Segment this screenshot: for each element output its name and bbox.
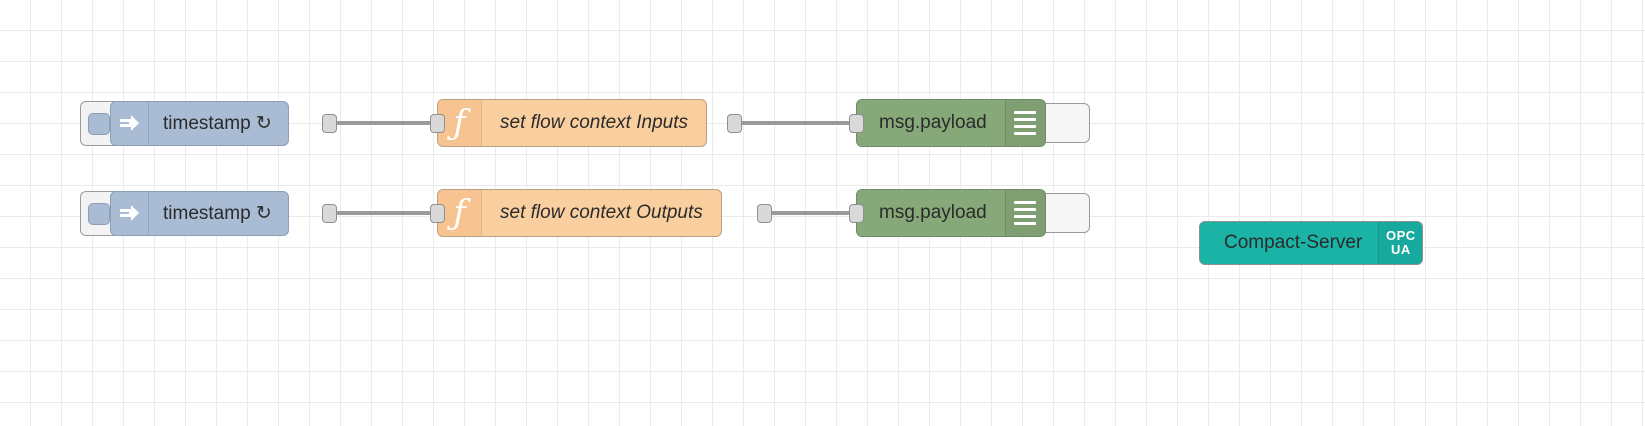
debug-node-stub-row1: [1040, 103, 1090, 143]
debug-bar: [1014, 215, 1037, 218]
function-input-port-row1[interactable]: [430, 114, 445, 133]
inject-output-port-row2[interactable]: [322, 204, 337, 223]
inject-button-square-icon: [87, 202, 110, 225]
opcua-server-label: Compact-Server: [1224, 232, 1363, 253]
inject-node-body-row2[interactable]: timestamp ↻: [110, 191, 289, 236]
debug-bar: [1014, 132, 1037, 135]
debug-bar: [1014, 222, 1037, 225]
inject-node-label-row1: timestamp ↻: [163, 113, 272, 134]
arrow-right-icon: [111, 102, 149, 145]
function-node-row1[interactable]: ƒ set flow context Inputs: [437, 99, 707, 147]
debug-bar: [1014, 201, 1037, 204]
function-input-port-row2[interactable]: [430, 204, 445, 223]
opcua-icon-line2: UA: [1390, 242, 1411, 257]
function-node-label-row1: set flow context Inputs: [500, 112, 688, 133]
wire-function-to-debug-row2: [765, 211, 860, 215]
wire-function-to-debug-row1: [735, 121, 860, 125]
inject-node-row2[interactable]: timestamp ↻: [80, 191, 289, 236]
function-f-glyph: ƒ: [453, 193, 466, 233]
inject-node-body-row1[interactable]: timestamp ↻: [110, 101, 289, 146]
function-node-label-row2: set flow context Outputs: [500, 202, 703, 223]
function-f-glyph: ƒ: [453, 103, 466, 143]
debug-node-label-row2: msg.payload: [879, 202, 987, 223]
opcua-icon-line1: OPC: [1385, 228, 1416, 244]
debug-input-port-row2[interactable]: [849, 204, 864, 223]
debug-bar: [1014, 208, 1037, 211]
debug-node-stub-row2: [1040, 193, 1090, 233]
wire-inject-to-function-row2: [329, 211, 439, 215]
wire-inject-to-function-row1: [329, 121, 439, 125]
function-node-row2[interactable]: ƒ set flow context Outputs: [437, 189, 722, 237]
debug-input-port-row1[interactable]: [849, 114, 864, 133]
debug-bar: [1014, 125, 1037, 128]
function-f-icon: ƒ: [438, 100, 482, 146]
function-f-icon: ƒ: [438, 190, 482, 236]
debug-list-icon[interactable]: [1004, 100, 1045, 146]
inject-output-port-row1[interactable]: [322, 114, 337, 133]
opcua-icon: OPC UA: [1378, 222, 1423, 264]
function-output-port-row1[interactable]: [727, 114, 742, 133]
inject-node-row1[interactable]: timestamp ↻: [80, 101, 289, 146]
debug-node-row2[interactable]: msg.payload: [856, 189, 1046, 237]
function-output-port-row2[interactable]: [757, 204, 772, 223]
debug-node-label-row1: msg.payload: [879, 112, 987, 133]
arrow-right-icon: [111, 192, 149, 235]
inject-node-label-row2: timestamp ↻: [163, 203, 272, 224]
inject-button-square-icon: [87, 112, 110, 135]
debug-list-icon[interactable]: [1004, 190, 1045, 236]
debug-bar: [1014, 118, 1037, 121]
debug-node-row1[interactable]: msg.payload: [856, 99, 1046, 147]
debug-bar: [1014, 111, 1037, 114]
opcua-server-node[interactable]: Compact-Server OPC UA: [1199, 221, 1424, 265]
